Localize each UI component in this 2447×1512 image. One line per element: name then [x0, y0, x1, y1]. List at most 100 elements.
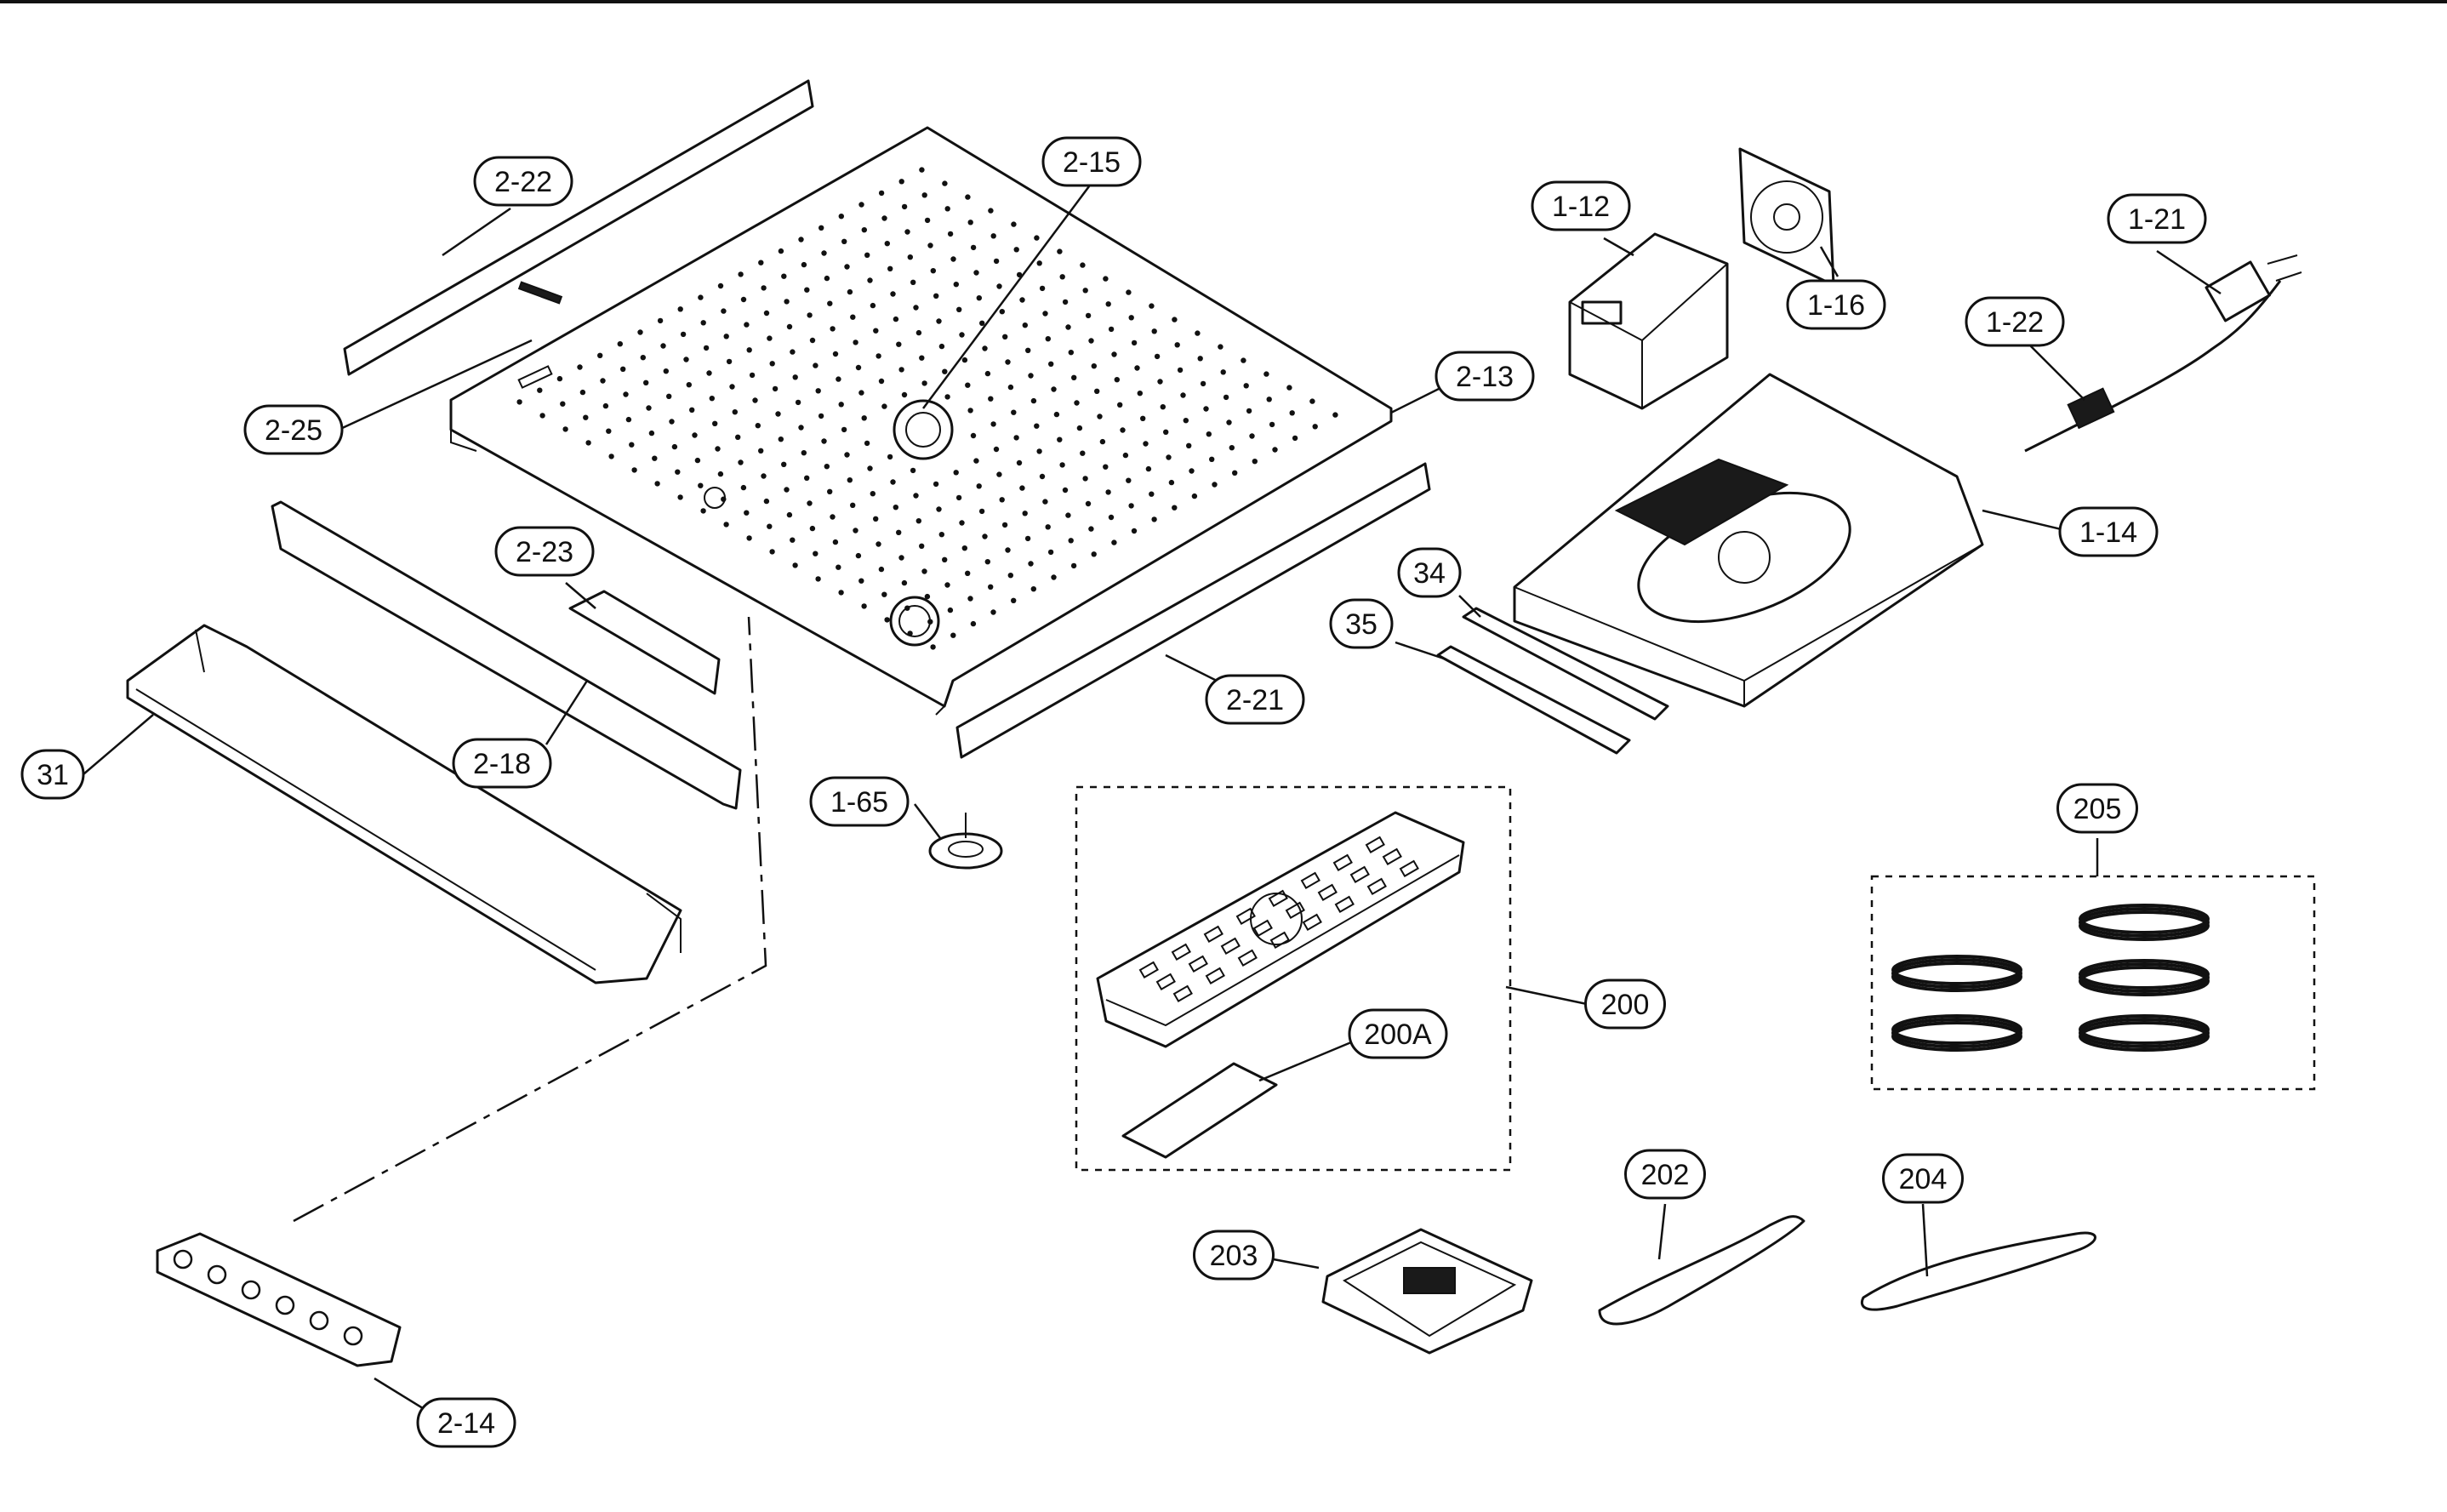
callout-label: 2-13: [1456, 361, 1514, 393]
callout-label: 204: [1899, 1163, 1948, 1195]
part-200-remote-control: [1096, 811, 1465, 1048]
callout-1-21: 1-21: [2107, 193, 2207, 244]
callout-2-18: 2-18: [452, 738, 552, 789]
callout-2-15: 2-15: [1041, 136, 1142, 187]
part-2-21-strip: [955, 462, 1431, 759]
callout-bubble: [1435, 351, 1535, 402]
callout-label: 1-21: [2128, 203, 2186, 236]
callout-label: 34: [1413, 557, 1446, 590]
callout-label: 2-25: [265, 414, 322, 447]
center-mount-ring: [893, 399, 954, 460]
callout-bubble: [1397, 547, 1462, 598]
part-204-cable: [1861, 1231, 2096, 1311]
callout-200a: 200A: [1348, 1008, 1448, 1059]
callout-2-21: 2-21: [1205, 674, 1305, 725]
callout-2-14: 2-14: [416, 1397, 516, 1448]
callout-31: 31: [20, 749, 85, 800]
callout-label: 2-14: [437, 1407, 495, 1440]
callout-35: 35: [1329, 598, 1394, 649]
callout-bubble: [1348, 1008, 1448, 1059]
callout-bubble: [2058, 506, 2159, 557]
part-35-spacer: [1436, 645, 1631, 755]
callout-bubble: [1882, 1153, 1964, 1204]
remote-button-grid: [1138, 836, 1419, 1003]
callout-2-13: 2-13: [1435, 351, 1535, 402]
callout-2-22: 2-22: [473, 156, 573, 207]
lower-ring: [889, 596, 940, 647]
callout-labels: 2-22 2-15 2-25 2-13 2-23 2-18 31 2-21 1-65 2-14 1-…: [20, 136, 2207, 1448]
callout-label: 2-18: [473, 748, 531, 780]
callout-2-23: 2-23: [494, 526, 595, 577]
part-2-23-label: [568, 590, 721, 695]
group-205-cables-box: [1870, 875, 2316, 1091]
top-border-rule: [0, 0, 2447, 3]
part-1-12-power-block: [1568, 232, 1729, 410]
callout-label: 1-65: [830, 786, 888, 819]
part-203-loop-antenna: [1321, 1228, 1533, 1355]
callout-label: 1-16: [1807, 289, 1865, 322]
top-cover: [449, 126, 1393, 716]
part-202-fm-antenna: [1598, 1215, 1805, 1326]
callout-label: 31: [37, 759, 69, 791]
callout-label: 2-21: [1226, 684, 1284, 716]
callout-label: 205: [2073, 793, 2122, 825]
part-1-22-strain-relief: [2067, 387, 2115, 430]
callout-label: 2-15: [1063, 146, 1121, 179]
callout-34: 34: [1397, 547, 1462, 598]
part-1-16-fan: [1738, 147, 1835, 287]
callout-1-65: 1-65: [809, 776, 910, 827]
callout-bubble: [1624, 1149, 1706, 1200]
part-1-65-foot: [928, 813, 1003, 870]
callout-204: 204: [1882, 1153, 1964, 1204]
callout-bubble: [1584, 979, 1666, 1030]
callout-bubble: [1786, 279, 1886, 330]
part-31-front-bezel: [126, 624, 682, 984]
board-switches: [173, 1249, 363, 1346]
part-2-22-strip: [343, 79, 814, 376]
part-1-14-disc-mechanism: [1513, 373, 1984, 708]
part-2-18-panel: [271, 500, 742, 810]
callout-bubble: [416, 1397, 516, 1448]
callout-bubble: [1205, 674, 1305, 725]
callout-label: 2-22: [494, 166, 552, 198]
callout-bubble: [1329, 598, 1394, 649]
callout-label: 200A: [1364, 1018, 1432, 1051]
callout-1-12: 1-12: [1531, 180, 1631, 231]
callout-bubble: [1965, 296, 2065, 347]
leader-lines: [83, 182, 2222, 1414]
callout-bubble: [2107, 193, 2207, 244]
callout-label: 200: [1601, 989, 1650, 1021]
callout-bubble: [1193, 1230, 1275, 1281]
callout-2-25: 2-25: [243, 404, 344, 455]
callout-bubble: [20, 749, 85, 800]
callout-bubble: [809, 776, 910, 827]
callout-bubble: [2056, 783, 2138, 834]
part-1-21-power-cord: [2024, 254, 2302, 453]
callout-label: 203: [1210, 1240, 1258, 1272]
callout-bubble: [243, 404, 344, 455]
callout-label: 35: [1345, 608, 1378, 641]
callout-bubble: [473, 156, 573, 207]
callout-label: 202: [1641, 1159, 1690, 1191]
group-200-remote-box: [1075, 785, 1512, 1172]
callout-bubble: [452, 738, 552, 789]
callout-1-16: 1-16: [1786, 279, 1886, 330]
callout-205: 205: [2056, 783, 2138, 834]
callout-bubble: [494, 526, 595, 577]
callout-1-22: 1-22: [1965, 296, 2065, 347]
part-2-25-clip: [517, 281, 563, 305]
callout-203: 203: [1193, 1230, 1275, 1281]
part-200A-battery-cover: [1121, 1062, 1278, 1159]
callout-202: 202: [1624, 1149, 1706, 1200]
part-34-spacer: [1462, 607, 1669, 721]
callout-1-14: 1-14: [2058, 506, 2159, 557]
callout-label: 2-23: [516, 536, 573, 568]
callout-label: 1-14: [2079, 516, 2137, 549]
part-205-cable-coils: [1891, 904, 2210, 1052]
callout-200: 200: [1584, 979, 1666, 1030]
callout-bubble: [1041, 136, 1142, 187]
vent-hole-grid: [516, 167, 1338, 650]
callout-label: 1-22: [1986, 306, 2044, 339]
callout-bubble: [1531, 180, 1631, 231]
